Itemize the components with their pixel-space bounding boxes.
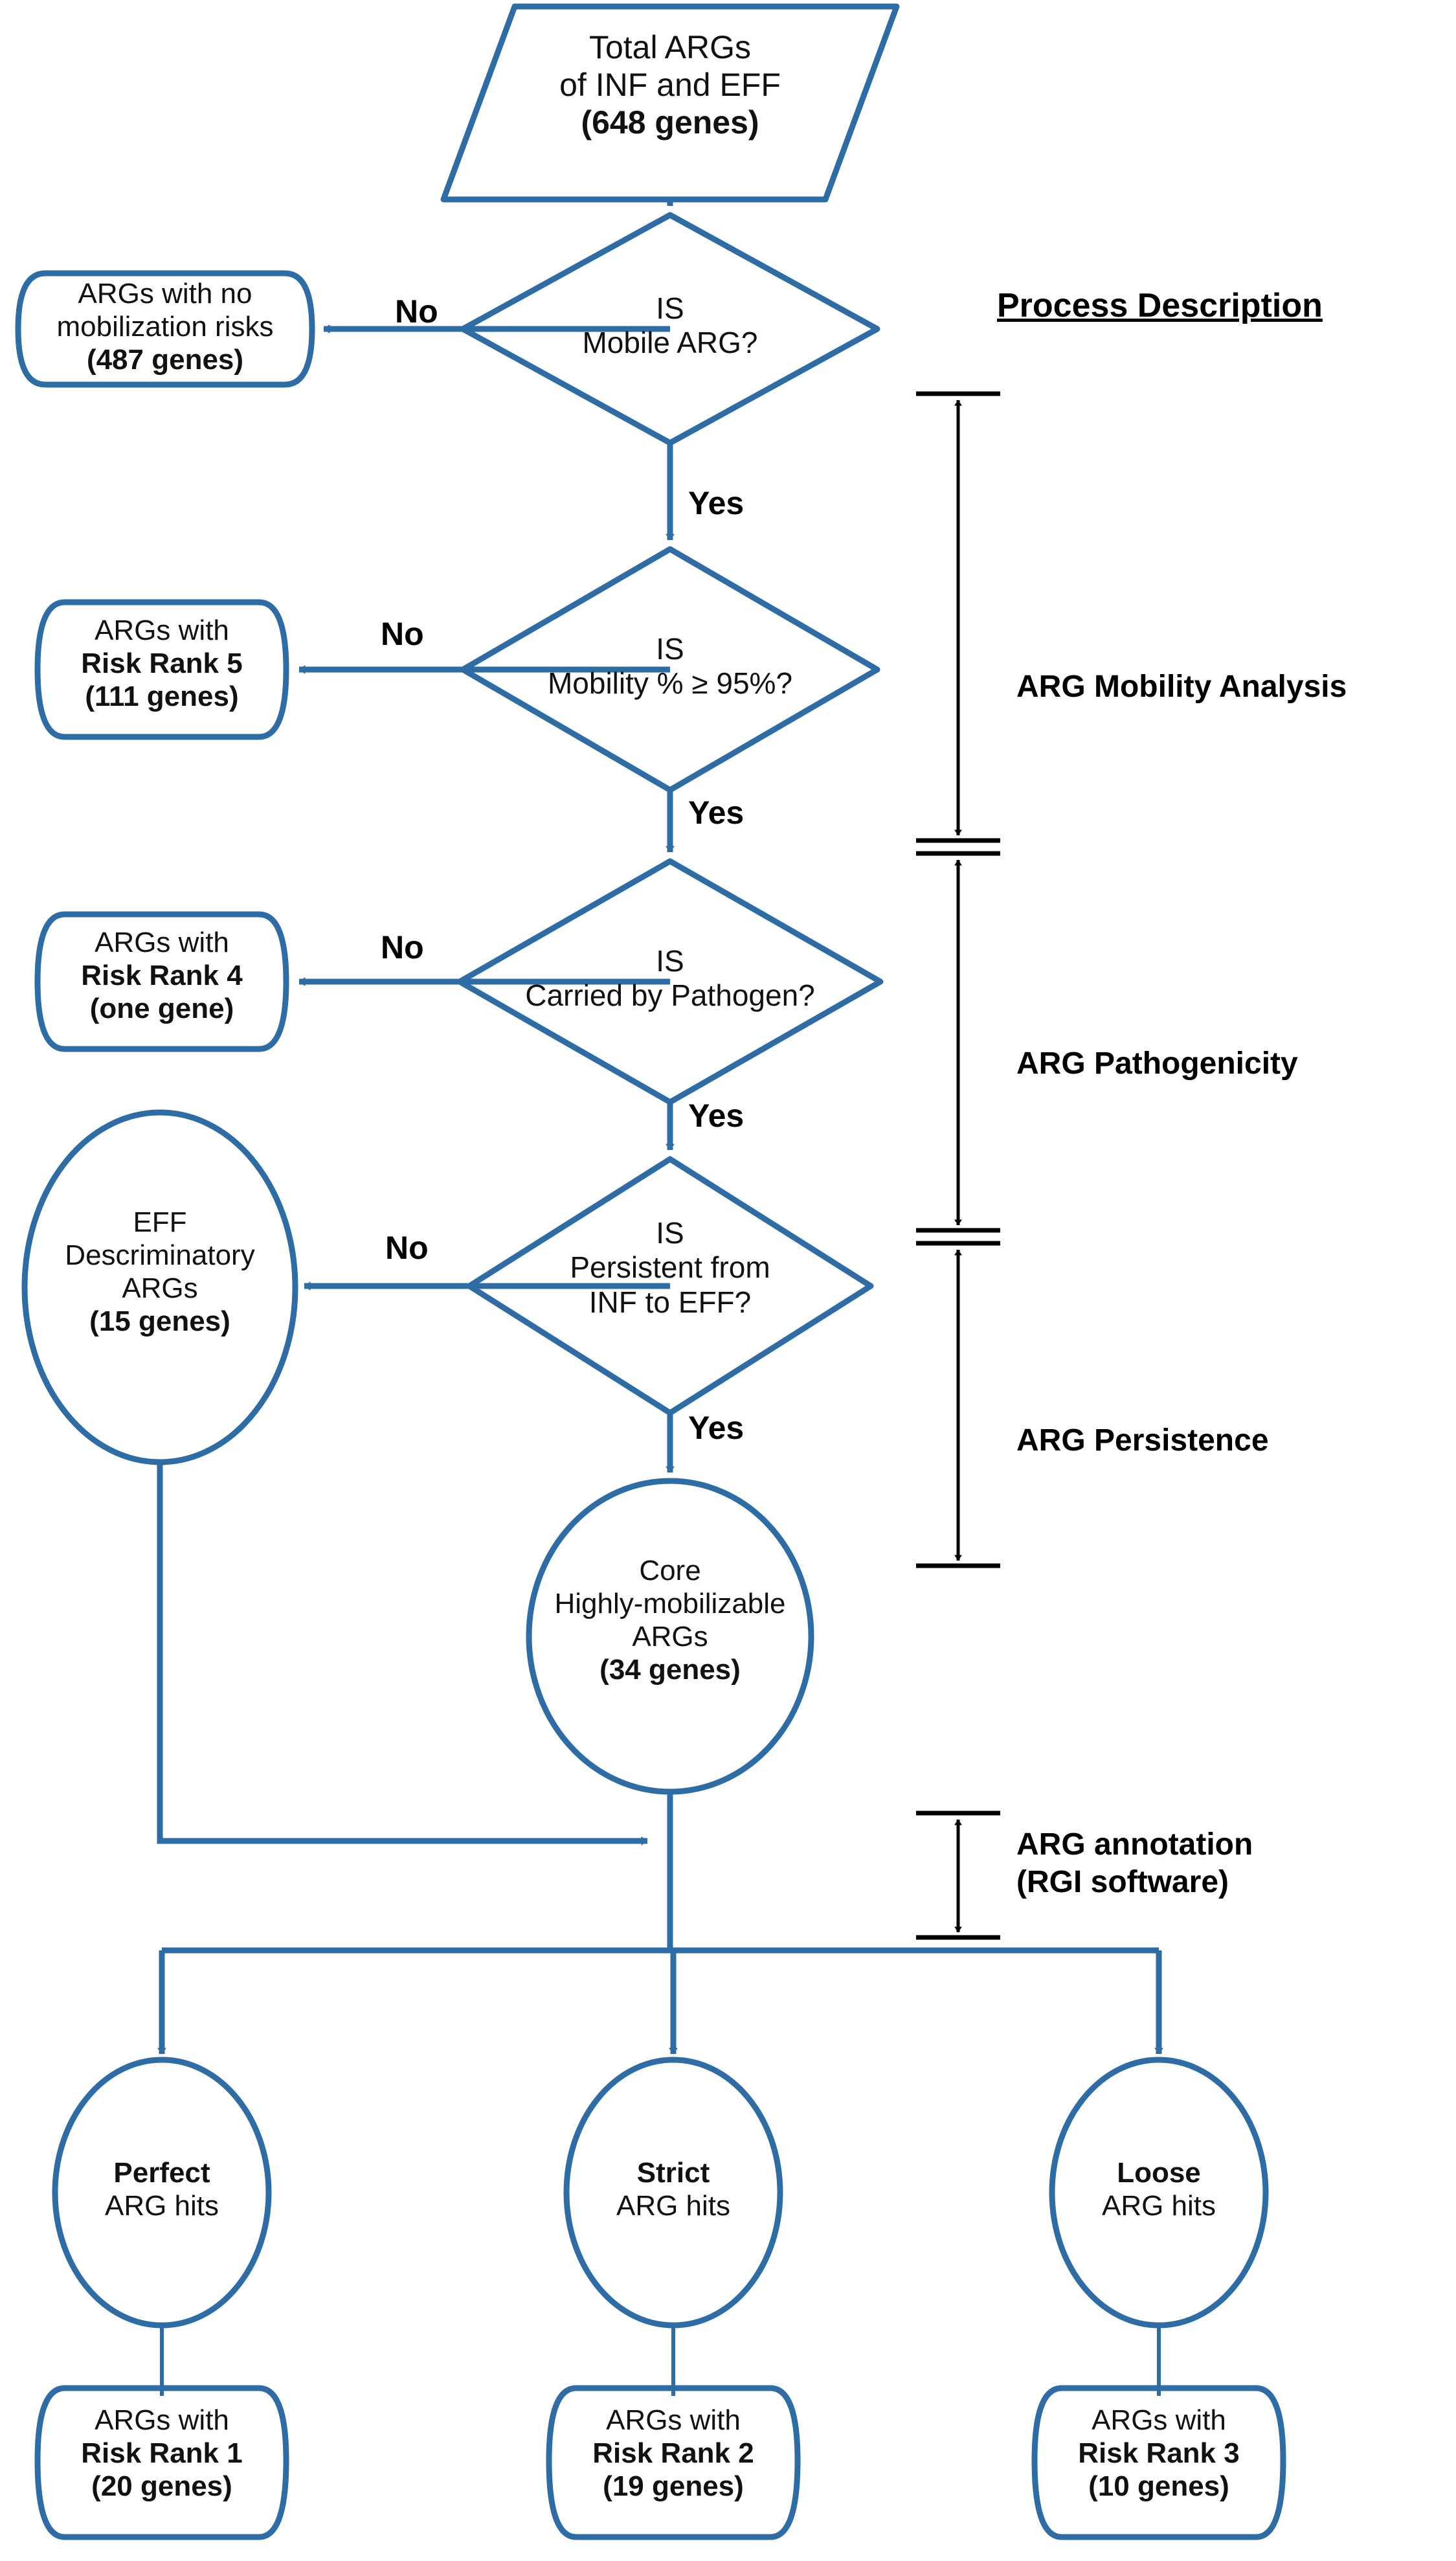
risk-rank-1-label: ARGs with Risk Rank 1 (20 genes) — [38, 2404, 286, 2503]
dimension-label-annotation: ARG annotation (RGI software) — [1016, 1826, 1253, 1901]
loose-hits-label: Loose ARG hits — [1042, 2156, 1275, 2222]
risk-rank-2-label: ARGs with Risk Rank 2 (19 genes) — [549, 2404, 798, 2503]
dimension-label-mobility: ARG Mobility Analysis — [1016, 670, 1347, 704]
loose-line-2: ARG hits — [1101, 2190, 1216, 2222]
core-highly-mobilizable-label: Core Highly-mobilizable ARGs (34 genes) — [521, 1554, 819, 1686]
core-line-2: Highly-mobilizable — [554, 1588, 786, 1620]
eff-line-2: Descriminatory — [65, 1239, 255, 1272]
risk-rank-1-line-1: ARGs with — [95, 2404, 229, 2436]
risk-rank-3-line-3: (10 genes) — [1088, 2470, 1229, 2503]
risk-rank-5-line-3: (111 genes) — [85, 681, 239, 713]
decision-mobile-line-1: IS — [656, 291, 684, 325]
risk-rank-2-line-2: Risk Rank 2 — [592, 2437, 754, 2470]
decision-persistent-line-3: INF to EFF? — [588, 1285, 752, 1319]
decision-mobility-label: IS Mobility % ≥ 95%? — [489, 632, 851, 701]
risk-rank-3-line-1: ARGs with — [1092, 2404, 1226, 2436]
edge-label-no-1: No — [395, 293, 438, 330]
edge-label-yes-4: Yes — [688, 1410, 745, 1446]
decision-persistent-line-2: Persistent from — [570, 1250, 770, 1285]
no-mobilization-line-3: (487 genes) — [86, 344, 244, 376]
risk-rank-1-box-shape — [34, 2385, 289, 2540]
decision-persistent-label: IS Persistent from INF to EFF? — [495, 1216, 845, 1320]
core-line-3: ARGs — [632, 1621, 708, 1653]
edge-label-yes-1: Yes — [688, 485, 745, 521]
risk-rank-3-line-2: Risk Rank 3 — [1078, 2437, 1240, 2470]
edge-label-no-2: No — [381, 616, 424, 652]
strict-line-1: Strict — [636, 2157, 710, 2189]
no-mobilization-label: ARGs with no mobilization risks (487 gen… — [18, 277, 312, 376]
eff-line-4: (15 genes) — [89, 1305, 230, 1338]
perfect-hits-label: Perfect ARG hits — [45, 2156, 278, 2222]
risk-rank-2-line-1: ARGs with — [606, 2404, 741, 2436]
risk-rank-1-line-2: Risk Rank 1 — [81, 2437, 243, 2470]
risk-rank-5-box-shape — [34, 599, 289, 740]
strict-line-2: ARG hits — [616, 2190, 731, 2222]
edge-label-yes-2: Yes — [688, 795, 745, 831]
loose-line-1: Loose — [1117, 2157, 1201, 2189]
edge-label-no-3: No — [381, 929, 424, 965]
edge-label-no-4: No — [385, 1230, 429, 1266]
annotation-line-1: ARG annotation — [1016, 1827, 1253, 1862]
core-line-4: (34 genes) — [599, 1654, 741, 1686]
decision-mobile-line-2: Mobile ARG? — [582, 326, 758, 360]
eff-descriminatory-label: EFF Descriminatory ARGs (15 genes) — [30, 1206, 289, 1338]
perfect-line-2: ARG hits — [104, 2190, 219, 2222]
start-line-1: Total ARGs — [588, 29, 752, 65]
risk-rank-4-box-shape — [34, 911, 289, 1052]
risk-rank-5-line-1: ARGs with — [95, 615, 229, 646]
start-node-label: Total ARGs of INF and EFF (648 genes) — [476, 28, 864, 141]
eff-line-1: EFF — [133, 1206, 187, 1238]
edge-eff-to-trunk — [157, 1462, 648, 1845]
risk-rank-2-box-shape — [546, 2385, 801, 2540]
decision-mobility-line-1: IS — [656, 632, 684, 666]
risk-rank-4-line-3: (one gene) — [89, 993, 234, 1025]
dimension-label-pathogenicity: ARG Pathogenicity — [1016, 1046, 1298, 1081]
core-line-1: Core — [639, 1555, 701, 1586]
dimension-label-persistence: ARG Persistence — [1016, 1423, 1269, 1458]
decision-mobile-label: IS Mobile ARG? — [508, 291, 832, 361]
risk-rank-5-line-2: Risk Rank 5 — [81, 648, 243, 680]
risk-rank-4-label: ARGs with Risk Rank 4 (one gene) — [38, 926, 286, 1025]
annotation-line-2: (RGI software) — [1016, 1864, 1229, 1899]
edge-label-yes-3: Yes — [688, 1098, 745, 1134]
risk-rank-3-box-shape — [1031, 2385, 1286, 2540]
risk-rank-3-label: ARGs with Risk Rank 3 (10 genes) — [1035, 2404, 1283, 2503]
start-line-2: of INF and EFF — [559, 67, 781, 103]
decision-persistent-line-1: IS — [656, 1216, 684, 1250]
risk-rank-4-line-2: Risk Rank 4 — [81, 960, 243, 992]
decision-pathogen-line-1: IS — [656, 944, 684, 978]
decision-mobility-line-2: Mobility % ≥ 95%? — [547, 666, 793, 701]
process-description-heading: Process Description — [997, 287, 1323, 324]
start-line-3: (648 genes) — [581, 104, 759, 141]
risk-rank-2-line-3: (19 genes) — [603, 2470, 744, 2503]
perfect-line-1: Perfect — [113, 2157, 210, 2189]
risk-rank-4-line-1: ARGs with — [95, 927, 229, 958]
decision-pathogen-line-2: Carried by Pathogen? — [525, 978, 815, 1013]
start-parallelogram-shape — [440, 3, 900, 203]
no-mobilization-line-2: mobilization risks — [56, 311, 274, 343]
strict-hits-label: Strict ARG hits — [557, 2156, 790, 2222]
decision-pathogen-label: IS Carried by Pathogen? — [469, 944, 871, 1013]
eff-line-3: ARGs — [122, 1272, 198, 1305]
no-mobilization-line-1: ARGs with no — [78, 278, 252, 310]
risk-rank-5-label: ARGs with Risk Rank 5 (111 genes) — [38, 614, 286, 713]
risk-rank-1-line-3: (20 genes) — [91, 2470, 232, 2503]
no-mobilization-box-shape — [15, 270, 315, 388]
